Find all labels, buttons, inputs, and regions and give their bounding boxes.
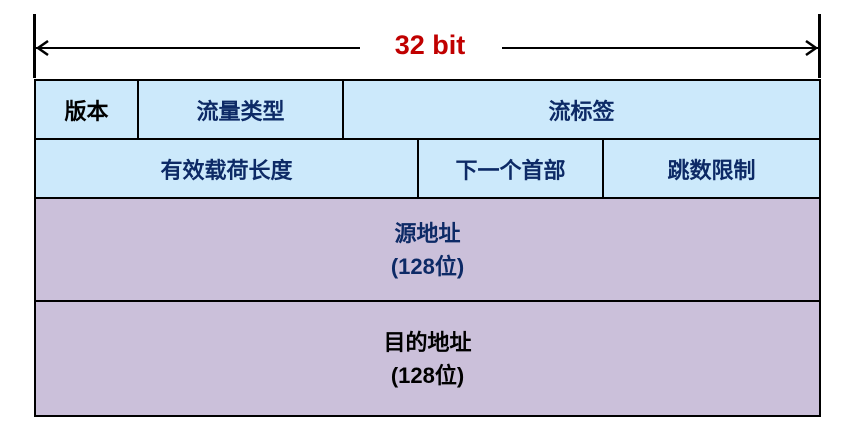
destination-address-title: 目的地址	[383, 329, 472, 355]
arrow-right-icon	[805, 40, 818, 56]
right-bound-tick	[818, 14, 821, 78]
field-flow-label: 流标签	[342, 79, 821, 140]
width-label: 32 bit	[394, 30, 466, 60]
arrow-line-right	[502, 47, 818, 49]
field-destination-address: 目的地址 (128位)	[34, 300, 821, 417]
field-next-header: 下一个首部	[417, 138, 604, 199]
field-version: 版本	[34, 79, 139, 140]
arrow-left-icon	[36, 40, 49, 56]
field-source-address: 源地址 (128位)	[34, 197, 821, 302]
source-address-title: 源地址	[394, 220, 461, 246]
source-address-size: (128位)	[390, 253, 465, 279]
left-bound-tick	[33, 14, 36, 78]
field-traffic-class: 流量类型	[137, 79, 344, 140]
field-hop-limit: 跳数限制	[602, 138, 821, 199]
arrow-line-left	[36, 47, 360, 49]
destination-address-size: (128位)	[390, 362, 465, 388]
field-payload-length: 有效载荷长度	[34, 138, 419, 199]
